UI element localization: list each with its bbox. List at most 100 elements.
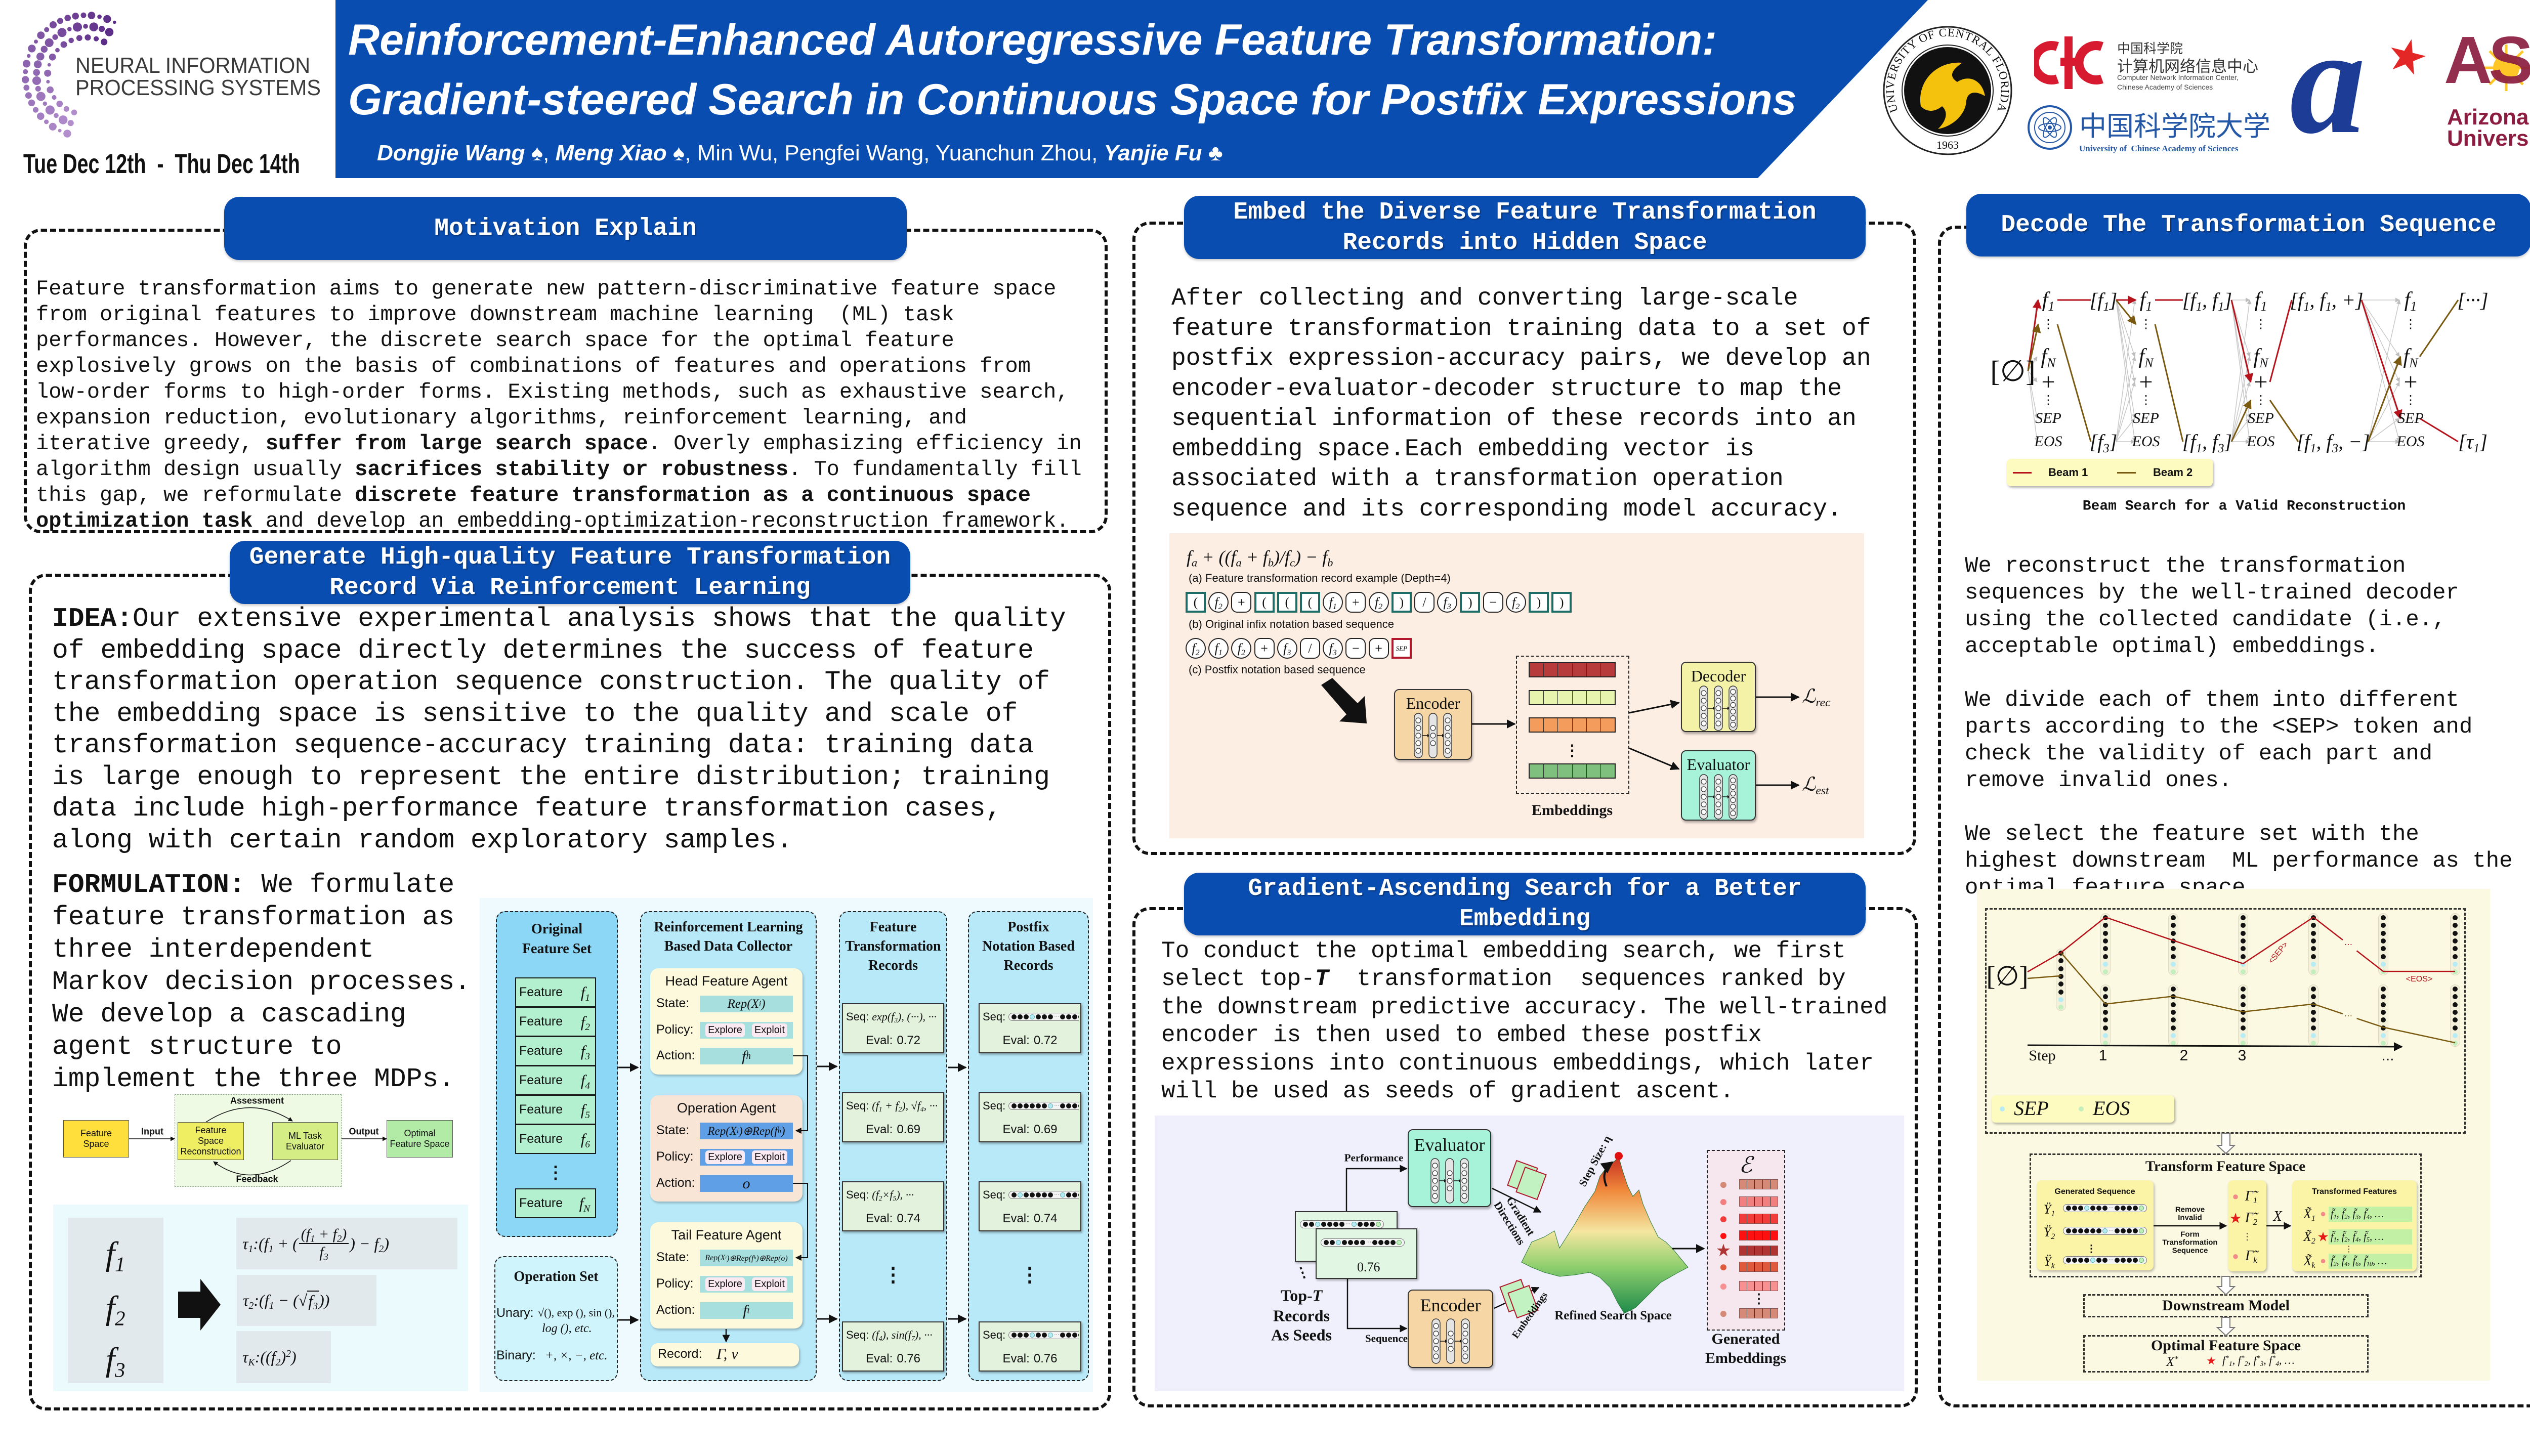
beam-path-segment (2105, 916, 2174, 941)
cnic-name-en-2: Chinese Academy of Sciences (2117, 83, 2213, 91)
eos-token-dot (2139, 1258, 2144, 1263)
logo-dot (26, 54, 31, 58)
token-dot (2453, 954, 2458, 959)
candidate-edge (2028, 370, 2039, 442)
beam-2-label: Beam 2 (2153, 466, 2193, 479)
token-dot (2103, 1017, 2108, 1023)
generated-embedding-vector (1739, 1196, 1778, 1207)
token-dot (2115, 1206, 2120, 1211)
logo-dot (37, 112, 45, 120)
ucf-year: 1963 (1936, 139, 1959, 151)
vector-cell (1544, 764, 1558, 778)
logo-dot (49, 122, 57, 131)
logo-dot (23, 84, 30, 91)
evaluator-block: Evaluator (1681, 750, 1756, 821)
candidate-node: fN (2403, 345, 2418, 370)
sequence-marker: ● (2232, 1190, 2239, 1203)
ucf-seal-logo: UNIVERSITY OF CENTRAL FLORIDA 1963 (1883, 26, 2012, 155)
token-dot (1024, 1103, 1029, 1108)
token-dot (2381, 1009, 2386, 1015)
sep-token-dot (1030, 1333, 1035, 1338)
poster-header: NEURAL INFORMATION PROCESSING SYSTEMS Tu… (0, 0, 2530, 182)
subscript: rec (1816, 696, 1831, 710)
vector-cell (1740, 1180, 1748, 1189)
ucas-name-cn: 中国科学院大学 (2079, 111, 2270, 142)
subscript: 1 (2333, 1236, 2337, 1244)
layer-link-head (1458, 1179, 1461, 1183)
evaluator-label: Evaluator (1686, 755, 1750, 774)
logo-dot (58, 129, 62, 133)
beam-path-segment (2027, 975, 2061, 979)
formulation-label: FORMULATION: (52, 870, 245, 900)
caption-a: (a) Feature transformation record exampl… (1189, 572, 1451, 584)
neuron (1730, 695, 1736, 702)
subscript: 3 (1287, 648, 1291, 657)
neuron (1701, 801, 1707, 807)
sqrt-sign: √ (298, 1291, 308, 1309)
logo-dot (34, 39, 38, 44)
token-dot (1011, 1014, 1017, 1019)
state-label: State: (656, 996, 690, 1010)
example-formula: fa + ((fa + fb)/fc) − fb (1187, 547, 1333, 569)
decoder-step-vocabulary (2450, 984, 2460, 1047)
feature-symbol: f4 (580, 1071, 590, 1091)
embedding-vector (1529, 717, 1616, 733)
start-token: [∅] (1990, 355, 2036, 388)
postfix-token-row: ⋯ (1008, 1191, 1079, 1199)
neuron (1730, 803, 1736, 810)
generated-embedding-vector (1739, 1214, 1778, 1224)
logo-dot (25, 92, 32, 99)
gradient-figure-graphics (1345, 1152, 1705, 1333)
neuron (1432, 1346, 1439, 1352)
title-line: Feature (869, 919, 917, 935)
seq-label: Seq: (846, 1099, 869, 1112)
candidate-node: + (2139, 368, 2153, 396)
token-dot (2381, 1017, 2386, 1023)
neuron (1715, 720, 1721, 726)
token-dot (2241, 923, 2246, 928)
box-line: Evaluator (285, 1141, 325, 1151)
subscript: N (2144, 355, 2154, 370)
idea-body: Our extensive experimental analysis show… (52, 604, 1082, 855)
subscript: 1 (114, 1253, 125, 1276)
subscript: 1 (2048, 298, 2055, 314)
down-arrow-icon (2216, 1133, 2236, 1154)
token-label: / (1422, 594, 1426, 610)
subscript: 5 (2366, 1236, 2370, 1244)
neuron (1701, 720, 1707, 726)
generated-embedding-vector (1739, 1179, 1778, 1189)
token-dot (2241, 954, 2246, 959)
vector-cell (1747, 1309, 1755, 1318)
title-line: Notation Based (982, 938, 1075, 954)
token-dot (1330, 1240, 1335, 1245)
neuron (1701, 794, 1707, 800)
vector-cell (1530, 663, 1544, 676)
eos-token-dot (2103, 1041, 2108, 1046)
sep-token-dot (2381, 961, 2386, 967)
subscript: 2 (2344, 1236, 2348, 1244)
neuron (1431, 1170, 1438, 1176)
record-value: Γ, v (716, 1345, 738, 1362)
token-dot (1321, 1222, 1326, 1227)
token-label: f2 (1214, 594, 1222, 611)
generated-token-row: ⋯ (2063, 1256, 2147, 1264)
beam-path-segment (2313, 1003, 2343, 1015)
subscript: 4 (878, 1335, 882, 1342)
generate-title-line-2: Record Via Reinforcement Learning (329, 574, 811, 602)
neuron (1432, 1338, 1439, 1344)
layer-link-head (1713, 795, 1715, 799)
neuron (1445, 733, 1451, 739)
subscript: N (2409, 355, 2418, 370)
generated-embedding-vector (1739, 1308, 1778, 1318)
beam-state-bottom: [f1, f3] (2182, 430, 2232, 455)
logo-dot (22, 60, 31, 68)
decode-header: Decode The Transformation Sequence (1966, 194, 2530, 256)
title-banner (335, 0, 1928, 178)
token-operator: / (1414, 592, 1435, 613)
vector-cell (1770, 1281, 1778, 1291)
sep-token-dot (1352, 1222, 1357, 1227)
beam-state-bottom: [f1, f3, −] (2296, 430, 2370, 455)
